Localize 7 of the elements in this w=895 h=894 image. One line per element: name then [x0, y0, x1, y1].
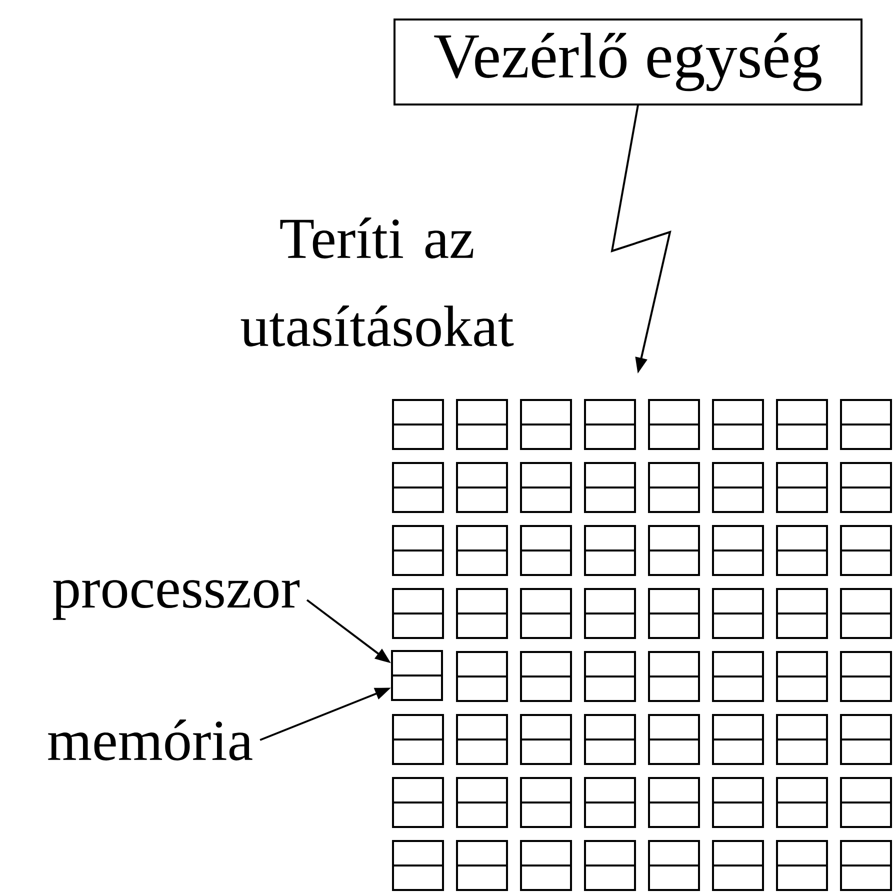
memory-label: memória [48, 720, 252, 760]
edge-label: Teríti az utasításokat [240, 218, 514, 346]
processor-label: processzor [52, 580, 300, 620]
control-unit-box: Vezérlő egység [394, 18, 862, 106]
memory-cell [391, 674, 443, 701]
processor-grid-drawing [392, 399, 892, 891]
processor-cell [391, 650, 443, 676]
